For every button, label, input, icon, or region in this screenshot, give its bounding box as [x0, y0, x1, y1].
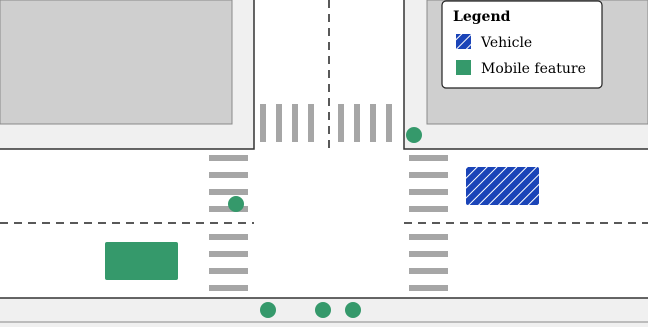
legend-title: Legend — [453, 9, 511, 25]
curb-top-right — [403, 0, 648, 150]
mobile-feature-dot — [406, 127, 422, 143]
crosswalk-left — [209, 155, 248, 291]
vehicle — [466, 167, 539, 205]
top-left-building — [0, 0, 233, 125]
legend-item-mobile-feature: Mobile feature — [481, 61, 586, 77]
mobile-feature-dot — [228, 196, 244, 212]
mobile-feature-dot — [260, 302, 276, 318]
mobile-feature-swatch-icon — [456, 60, 471, 75]
legend: Legend Vehicle Mobile feature — [441, 0, 603, 89]
vehicle-swatch-icon — [456, 34, 471, 49]
crosswalk-top — [260, 104, 392, 142]
mobile-feature-block — [105, 242, 178, 280]
crosswalk-right — [409, 155, 448, 291]
mobile-feature-dot — [315, 302, 331, 318]
legend-item-vehicle: Vehicle — [480, 35, 532, 51]
legend-box — [441, 0, 603, 89]
mobile-feature-dot — [345, 302, 361, 318]
curb-top-left — [0, 0, 255, 150]
